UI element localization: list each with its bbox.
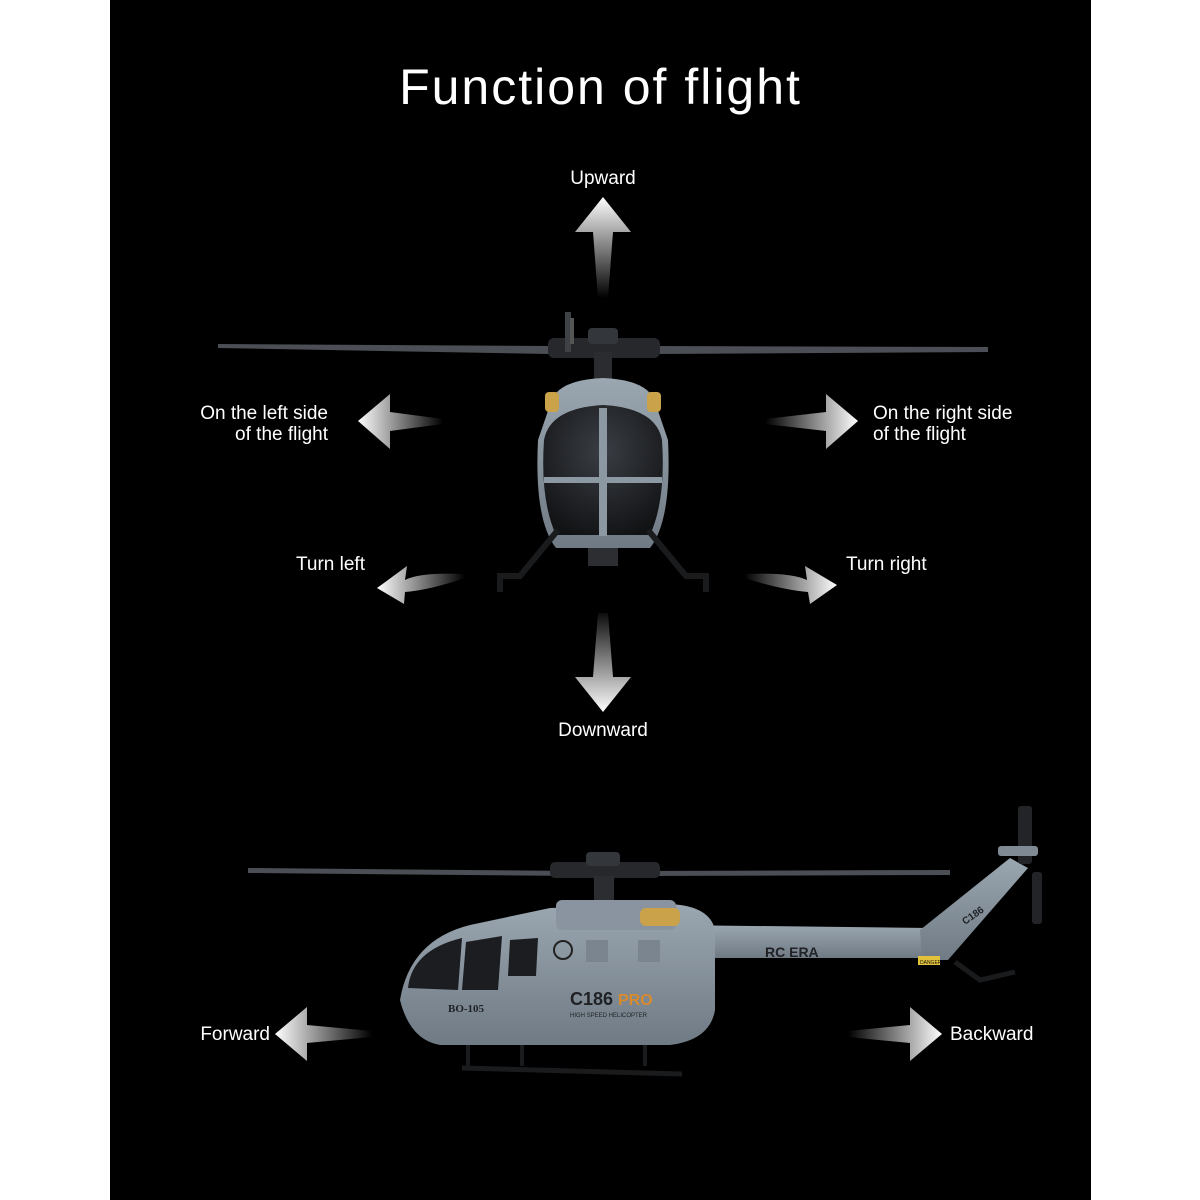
turn-left-label: Turn left	[296, 554, 365, 575]
model-text: C186	[570, 989, 613, 1009]
downward-arrow-icon	[575, 613, 631, 712]
tail-text: RC ERA	[765, 944, 819, 960]
right-side-label-line1: On the right side	[873, 403, 1013, 424]
downward-label: Downward	[558, 720, 648, 741]
registration-text: BO-105	[448, 1003, 485, 1015]
helicopter-front-view	[218, 312, 988, 592]
right-side-arrow-icon	[765, 394, 858, 449]
illustration: RC ERA C186 PRO HIGH SPEED HELICOPTER BO…	[218, 197, 1042, 1077]
left-side-label: On the left side of the flight	[150, 403, 328, 445]
left-side-label-line1: On the left side	[200, 403, 328, 424]
backward-arrow-icon	[848, 1007, 942, 1061]
left-side-arrow-icon	[358, 394, 443, 449]
upward-label: Upward	[570, 168, 636, 189]
forward-label: Forward	[200, 1024, 270, 1045]
turn-right-label: Turn right	[846, 554, 927, 575]
helicopter-side-view: RC ERA C186 PRO HIGH SPEED HELICOPTER BO…	[248, 806, 1042, 1077]
forward-arrow-icon	[275, 1007, 372, 1061]
right-side-label-line2: of the flight	[873, 424, 966, 445]
model-suffix-text: PRO	[618, 992, 653, 1009]
model-subtitle-text: HIGH SPEED HELICOPTER	[570, 1013, 648, 1019]
warning-text: DANGER	[920, 960, 942, 966]
backward-label: Backward	[950, 1024, 1034, 1045]
page-title: Function of flight	[399, 59, 802, 115]
upward-arrow-icon	[575, 197, 631, 298]
turn-left-arrow-icon	[377, 566, 465, 604]
turn-right-arrow-icon	[744, 566, 837, 604]
product-panel: Function of flight	[110, 0, 1091, 1200]
left-side-label-line2: of the flight	[235, 424, 328, 445]
right-side-label: On the right side of the flight	[873, 403, 1073, 445]
